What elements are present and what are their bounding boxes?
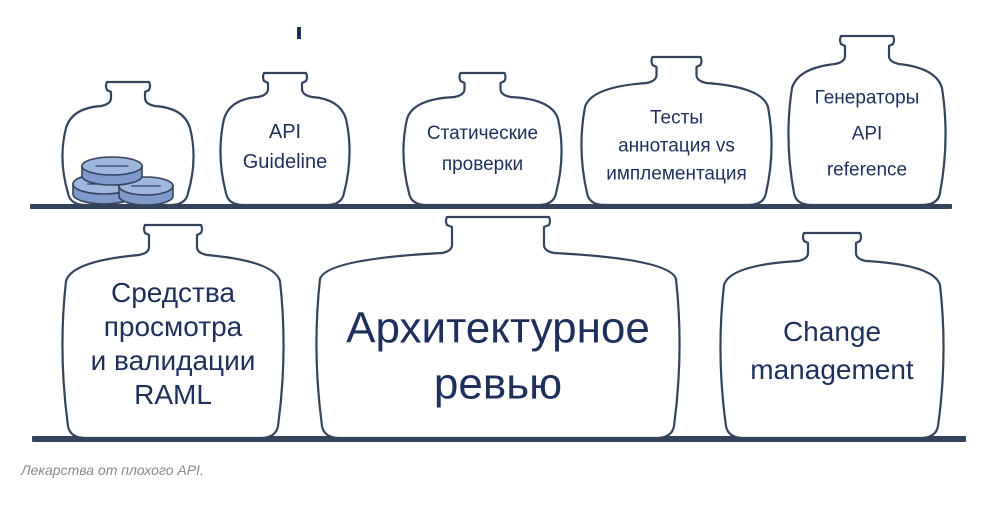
- jar-api-guideline: API Guideline: [219, 71, 351, 207]
- jar-label-line: reference: [827, 160, 907, 181]
- jar-label-line: API: [269, 121, 301, 143]
- jar-label-line: Средства: [111, 277, 235, 308]
- jar-outline: [787, 34, 947, 207]
- jar-label-line: и валидации: [91, 345, 256, 376]
- jar-label-line: Тесты: [650, 108, 703, 129]
- jar-label-line: ревью: [434, 359, 562, 408]
- jar-pills: [61, 80, 195, 207]
- pill-bottom-right: [118, 176, 174, 206]
- jar-outline: [719, 231, 945, 440]
- jar-label-line: просмотра: [104, 311, 243, 342]
- jar-static-checks: Статические проверки: [402, 71, 563, 207]
- jar-architecture-review: Архитектурное ревью: [315, 215, 681, 440]
- jar-layer: API Guideline Статические проверки Тесты анно…: [61, 34, 947, 440]
- jar-label-line: имплементация: [606, 164, 747, 185]
- jar-outline: [315, 215, 681, 440]
- pill-top: [81, 156, 143, 186]
- jar-label-line: Change: [783, 316, 881, 347]
- jar-label-line: Статические: [427, 123, 538, 144]
- stray-mark: [297, 27, 301, 39]
- jar-label-line: аннотация vs: [618, 136, 735, 157]
- jar-label-line: API: [852, 124, 883, 145]
- jar-outline: [580, 55, 773, 207]
- figure-caption: Лекарства от плохого API.: [21, 462, 204, 478]
- pills-icon: [72, 156, 174, 206]
- jar-label-line: Архитектурное: [346, 303, 650, 352]
- jar-outline: [402, 71, 563, 207]
- jar-label-line: Guideline: [243, 151, 328, 173]
- jar-tests-annotation: Тесты аннотация vs имплементация: [580, 55, 773, 207]
- jar-label-line: Генераторы: [815, 88, 920, 109]
- jar-label-line: RAML: [134, 379, 212, 410]
- jar-outline: [219, 71, 351, 207]
- jar-label-line: management: [750, 354, 914, 385]
- jar-outline: [61, 223, 285, 440]
- jar-label-line: проверки: [442, 154, 523, 175]
- jar-change-management: Change management: [719, 231, 945, 440]
